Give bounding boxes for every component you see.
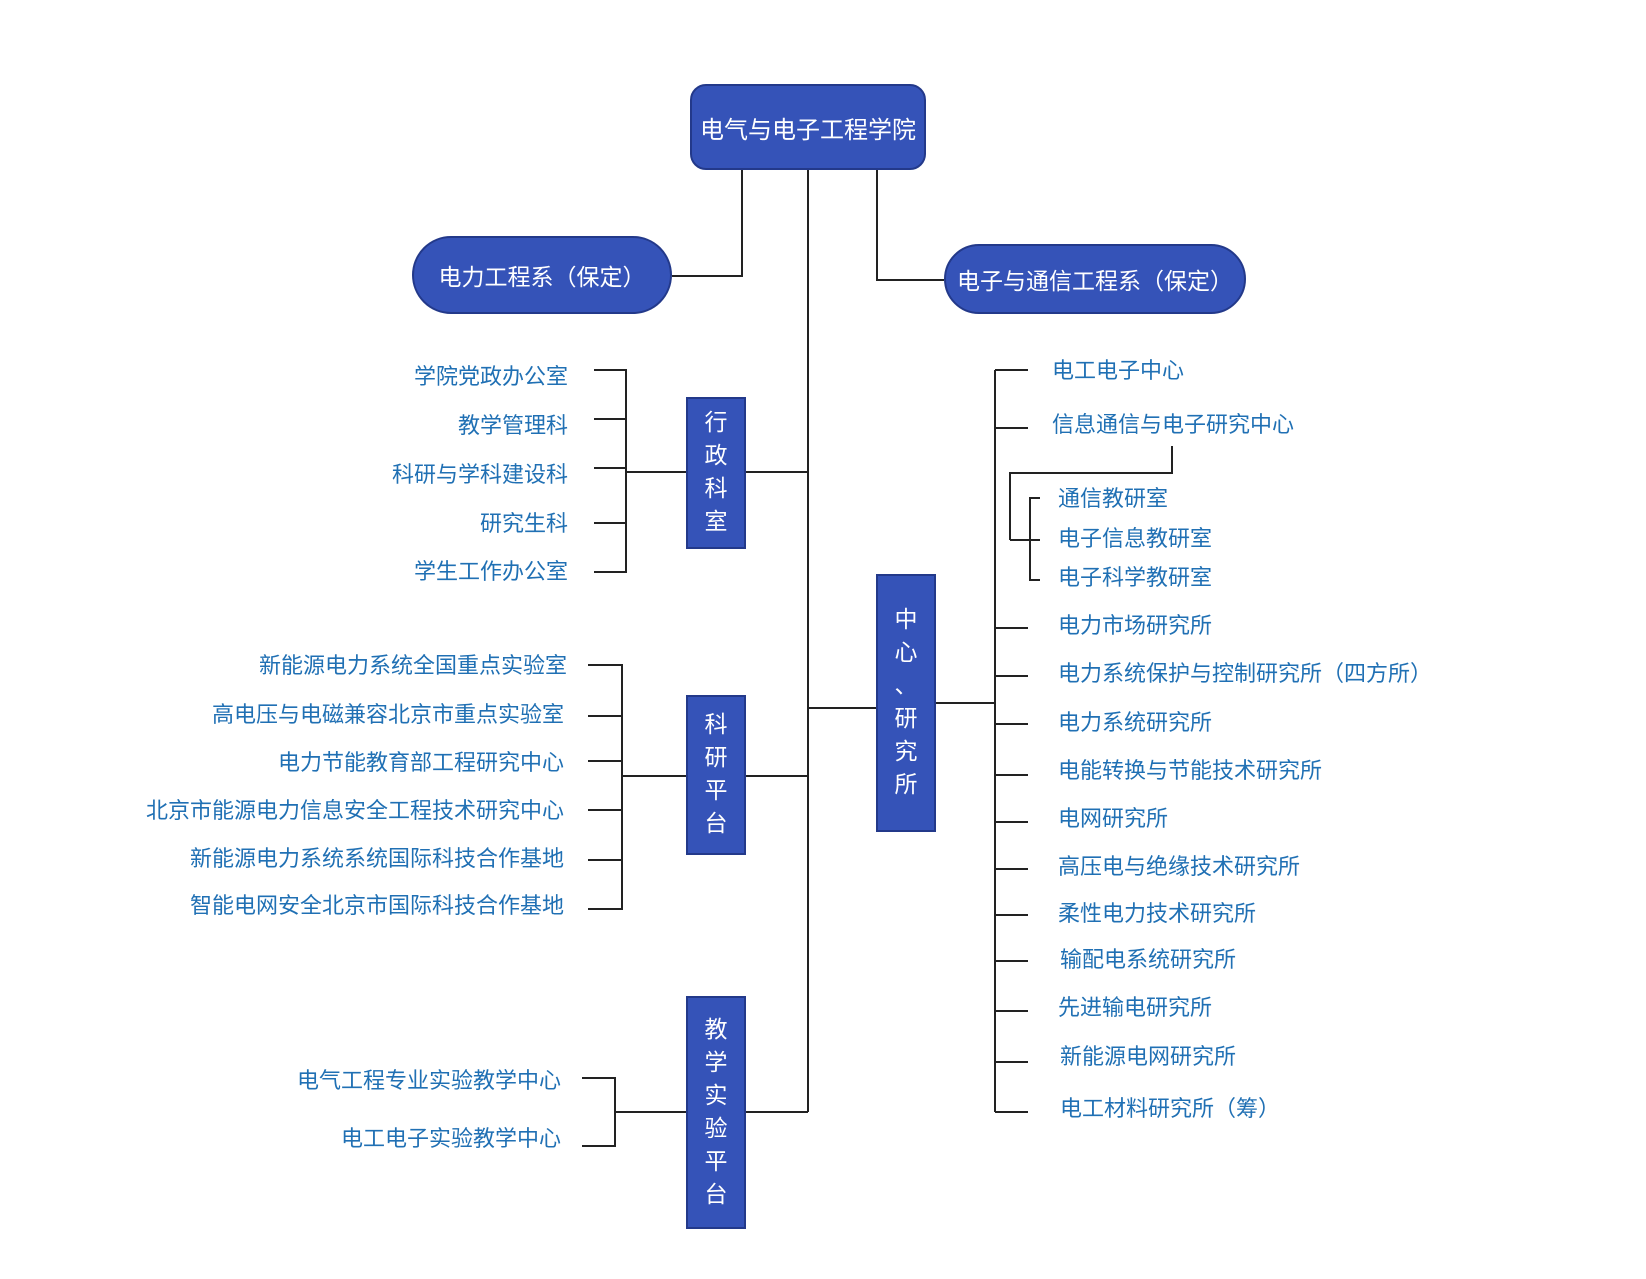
centers-item: 电工材料研究所（筹） <box>1060 1097 1281 1122</box>
centers-sub-item: 电子科学教研室 <box>1058 566 1213 591</box>
dept-power-node: 电力工程系（保定） <box>412 236 672 314</box>
dept-right-connector <box>876 170 944 281</box>
centers-group-box: 中 心 、 研 究 所 <box>876 574 936 832</box>
admin-item: 学院党政办公室 <box>413 365 568 390</box>
research-item: 高电压与电磁兼容北京市重点实验室 <box>211 703 564 728</box>
centers-item: 电力系统研究所 <box>1058 711 1213 736</box>
centers-item: 电工电子中心 <box>1052 359 1185 384</box>
admin-label-char: 科 <box>704 476 728 502</box>
admin-label-char: 室 <box>704 509 728 535</box>
centers-label-char: 所 <box>894 772 918 798</box>
research-item: 北京市能源电力信息安全工程技术研究中心 <box>145 799 564 824</box>
centers-item: 柔性电力技术研究所 <box>1058 902 1257 927</box>
admin-label-char: 行 <box>704 410 728 436</box>
centers-label-char: 究 <box>894 739 918 765</box>
teaching-bracket <box>582 1077 686 1147</box>
centers-label-char: 中 <box>894 607 918 633</box>
admin-item: 学生工作办公室 <box>413 560 568 585</box>
research-label-char: 台 <box>704 811 728 837</box>
admin-item: 科研与学科建设科 <box>391 463 568 488</box>
research-platform-box: 科 研 平 台 <box>686 695 746 855</box>
teaching-item: 电工电子实验教学中心 <box>340 1127 561 1152</box>
centers-item: 新能源电网研究所 <box>1060 1045 1237 1070</box>
admin-bracket <box>594 369 686 573</box>
centers-item: 电力市场研究所 <box>1058 614 1213 639</box>
teaching-platform-box: 教 学 实 验 平 台 <box>686 996 746 1229</box>
teaching-label-char: 实 <box>704 1082 728 1109</box>
root-label: 电气与电子工程学院 <box>700 115 916 144</box>
centers-item: 信息通信与电子研究中心 <box>1052 413 1295 438</box>
research-label-char: 平 <box>704 778 728 804</box>
dept-electronics-label: 电子与通信工程系（保定） <box>957 269 1233 295</box>
centers-label-char: 心 <box>894 640 918 666</box>
research-item: 智能电网安全北京市国际科技合作基地 <box>189 894 564 919</box>
centers-item: 高压电与绝缘技术研究所 <box>1058 855 1301 880</box>
centers-label-char: 研 <box>894 706 918 732</box>
research-item: 新能源电力系统全国重点实验室 <box>258 654 567 679</box>
teaching-item: 电气工程专业实验教学中心 <box>296 1069 561 1094</box>
admin-group-box: 行 政 科 室 <box>686 397 746 549</box>
centers-item: 电能转换与节能技术研究所 <box>1058 759 1323 784</box>
admin-label-char: 政 <box>704 443 728 469</box>
centers-sub-item: 电子信息教研室 <box>1058 527 1213 552</box>
dept-electronics-node: 电子与通信工程系（保定） <box>944 244 1246 314</box>
dept-power-label: 电力工程系（保定） <box>438 265 646 291</box>
centers-bracket <box>935 370 996 1112</box>
research-item: 新能源电力系统系统国际科技合作基地 <box>189 847 564 872</box>
sub-bracket <box>1009 446 1173 581</box>
research-label-char: 研 <box>704 745 728 771</box>
teaching-label-char: 验 <box>704 1115 728 1142</box>
centers-item: 输配电系统研究所 <box>1060 948 1237 973</box>
admin-item: 教学管理科 <box>457 414 568 439</box>
research-label-char: 科 <box>704 712 728 738</box>
teaching-label-char: 台 <box>704 1181 728 1208</box>
teaching-label-char: 学 <box>704 1049 728 1076</box>
centers-label-char: 、 <box>894 673 918 699</box>
root-node: 电气与电子工程学院 <box>690 84 926 170</box>
centers-item: 电网研究所 <box>1058 807 1169 832</box>
centers-item: 电力系统保护与控制研究所（四方所） <box>1058 662 1433 687</box>
centers-ticks <box>995 369 1028 1113</box>
research-bracket <box>588 664 686 910</box>
centers-item: 先进输电研究所 <box>1058 996 1213 1021</box>
research-item: 电力节能教育部工程研究中心 <box>277 751 564 776</box>
teaching-label-char: 教 <box>704 1016 728 1043</box>
dept-left-connector <box>672 170 743 277</box>
admin-item: 研究生科 <box>479 512 568 537</box>
centers-sub-item: 通信教研室 <box>1058 487 1169 512</box>
teaching-label-char: 平 <box>704 1148 728 1175</box>
